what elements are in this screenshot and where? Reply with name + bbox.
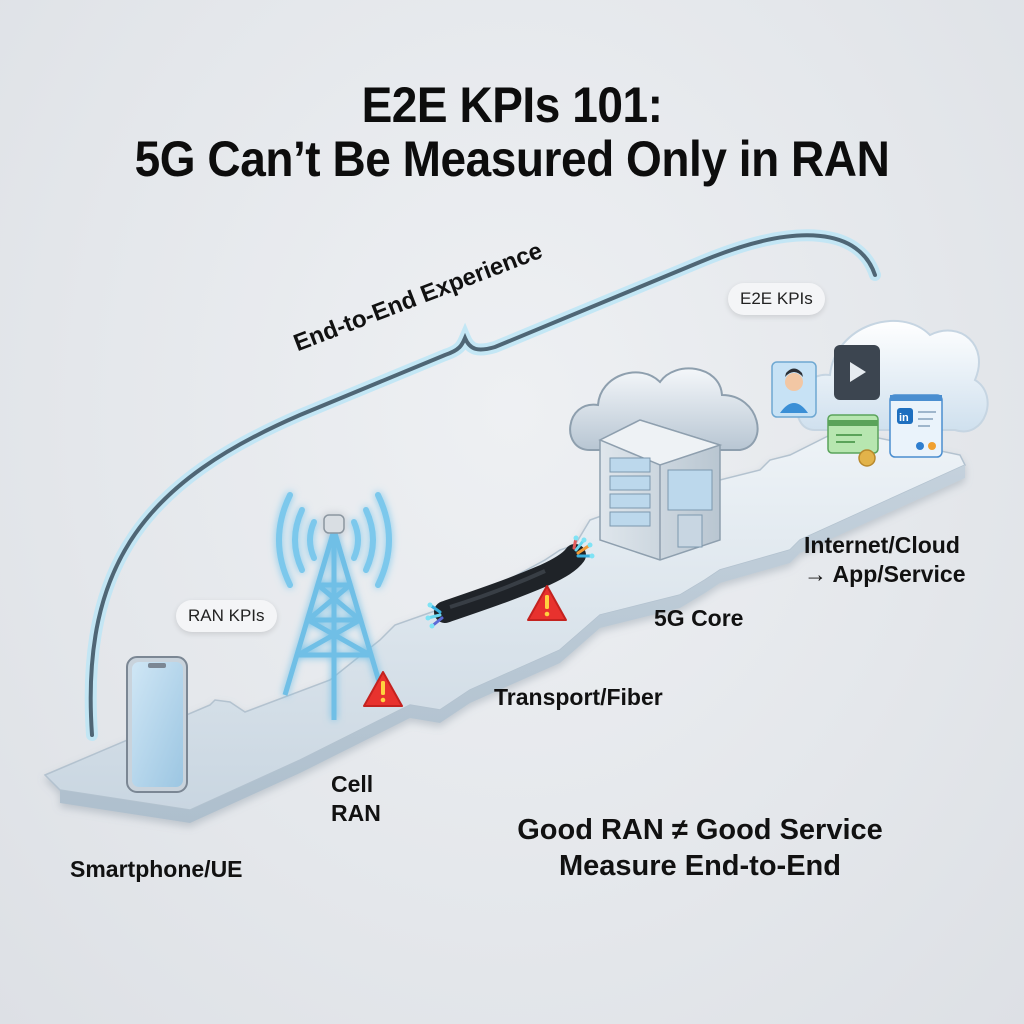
datacenter-cloud-icon xyxy=(569,367,759,561)
stage-label-cloud-line1: Internet/Cloud xyxy=(804,532,960,558)
ran-kpis-badge: RAN KPIs xyxy=(176,600,277,632)
warning-icon-ran xyxy=(363,671,403,707)
stage-label-ran-line2: RAN xyxy=(331,800,381,826)
user-profile-icon xyxy=(771,361,817,418)
key-message-line2: Measure End-to-End xyxy=(559,850,841,882)
stage-label-cloud: Internet/Cloud → App/Service xyxy=(804,531,965,589)
stage-label-ran: Cell RAN xyxy=(331,770,381,828)
page-title: E2E KPIs 101: xyxy=(361,77,663,133)
fiber-cable-icon xyxy=(425,535,595,629)
stage-label-ran-line1: Cell xyxy=(331,771,374,797)
key-message-line1: Good RAN ≠ Good Service xyxy=(517,814,883,846)
cloud-apps-icon: in xyxy=(771,319,989,467)
end-to-end-bracket xyxy=(84,229,881,741)
page-subtitle: 5G Can’t Be Measured Only in RAN xyxy=(134,131,890,187)
cell-tower-icon xyxy=(276,492,392,720)
stage-label-core: 5G Core xyxy=(654,605,744,631)
stage-label-cloud-line2: → App/Service xyxy=(804,561,966,587)
warning-icon-transport xyxy=(527,585,567,621)
video-play-icon xyxy=(834,345,880,400)
social-app-icon: in xyxy=(889,394,943,458)
stage-label-smartphone: Smartphone/UE xyxy=(70,856,243,882)
stage-label-transport: Transport/Fiber xyxy=(494,684,663,710)
svg-text:in: in xyxy=(899,412,909,424)
smartphone-icon xyxy=(126,656,188,793)
e2e-kpis-badge: E2E KPIs xyxy=(728,283,825,315)
payment-card-icon xyxy=(827,414,879,467)
